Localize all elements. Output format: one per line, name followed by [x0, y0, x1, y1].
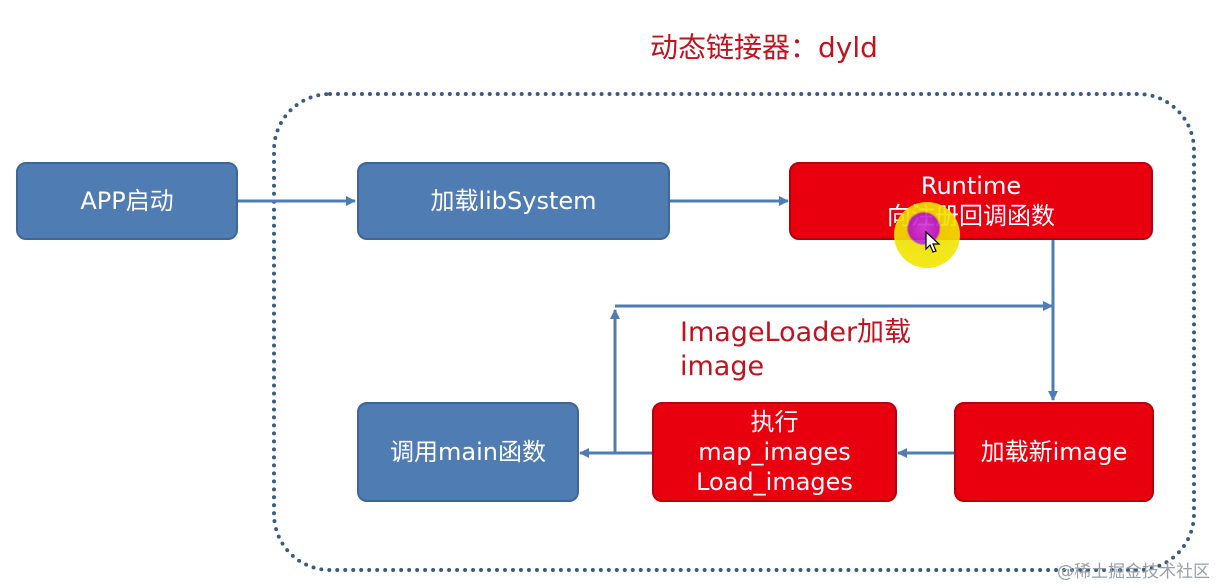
box-exec-images: 执行 map_images Load_images — [652, 402, 897, 502]
box-exec-line2: map_images — [698, 438, 851, 466]
dyld-container — [272, 92, 1196, 572]
box-app-start-label: APP启动 — [80, 187, 174, 215]
box-load-new-image-label: 加载新image — [980, 438, 1128, 466]
box-call-main: 调用main函数 — [357, 402, 579, 502]
annotation-line1: ImageLoader加载 — [680, 317, 912, 348]
box-exec-line3: Load_images — [696, 468, 853, 496]
box-exec-line1: 执行 — [750, 408, 799, 436]
box-load-libsystem: 加载libSystem — [357, 162, 670, 240]
watermark: @稀土掘金技术社区 — [1057, 562, 1210, 582]
box-call-main-label: 调用main函数 — [390, 438, 546, 466]
box-runtime: Runtime 向注册回调函数 — [789, 162, 1153, 240]
mouse-pointer-icon — [925, 230, 941, 253]
box-runtime-line1: Runtime — [920, 172, 1022, 200]
box-app-start: APP启动 — [16, 162, 238, 240]
box-load-new-image: 加载新image — [954, 402, 1154, 502]
diagram-title: 动态链接器：dyld — [650, 31, 878, 64]
imageloader-annotation: ImageLoader加载 image — [680, 316, 911, 384]
annotation-line2: image — [680, 351, 765, 382]
box-load-libsystem-label: 加载libSystem — [430, 187, 597, 215]
